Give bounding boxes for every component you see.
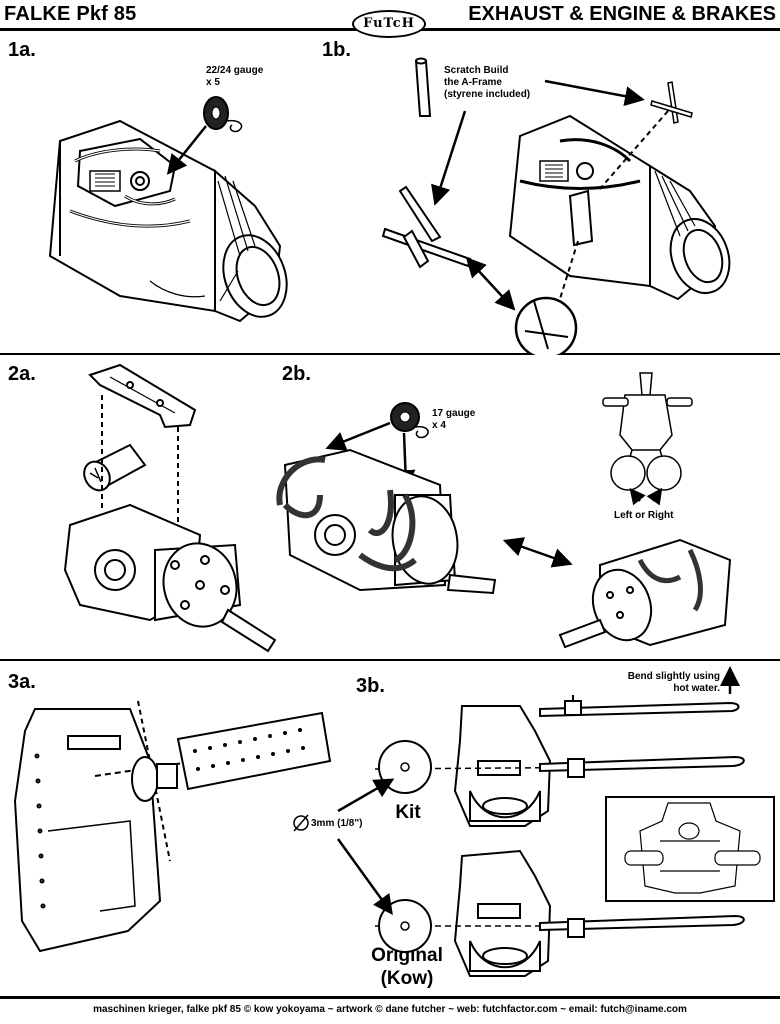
bend-line-2: hot water. — [673, 683, 720, 694]
diameter-label: 3mm (1/8") — [311, 818, 363, 829]
aframe-detail-circle — [514, 296, 578, 355]
arrow-right-brake — [646, 487, 663, 506]
styrene-rod-drawing — [414, 57, 432, 117]
arrow-rod-to-aframe — [431, 110, 467, 206]
armor-kit-drawing — [453, 705, 552, 827]
arrow-left-brake — [629, 487, 646, 506]
step-1b-label: 1b. — [322, 39, 351, 61]
bracket-part-drawing — [88, 363, 197, 429]
bend-note: Bend slightly using hot water. — [600, 671, 720, 695]
panel-1-illustration — [48, 57, 731, 355]
kit-label: Kit — [395, 802, 421, 823]
step-2a-label: 2a. — [8, 363, 36, 385]
scratch-line-1: Scratch Build — [444, 65, 509, 76]
original-label: Original (Kow) — [352, 944, 462, 990]
engine-2a-drawing — [63, 503, 277, 653]
scratch-build-note: Scratch Build the A-Frame (styrene inclu… — [444, 65, 530, 101]
leg-armor-side-drawing — [13, 708, 162, 953]
rod-kit-clamp — [567, 758, 585, 778]
wire-spool-1a-icon — [203, 96, 243, 133]
scratch-line-3: (styrene included) — [444, 89, 531, 100]
arrow-to-kit-hole — [337, 778, 395, 813]
cylinder-part-drawing — [83, 443, 147, 492]
logo-text: FuTcH — [363, 16, 415, 31]
step-1a-label: 1a. — [8, 39, 36, 61]
rod-original-drawing — [539, 914, 745, 932]
inset-leg-drawing — [624, 802, 761, 894]
aframe-small-drawing — [650, 81, 693, 124]
left-or-right-label: Left or Right — [614, 510, 674, 521]
gauge-22-24-qty: x 5 — [206, 77, 220, 88]
footer-credits: maschinen krieger, falke pkf 85 © kow yo… — [93, 1004, 687, 1015]
rod-original-clamp — [567, 918, 585, 938]
original-line-2: (Kow) — [380, 968, 434, 989]
bend-line-1: Bend slightly using — [627, 671, 720, 682]
original-line-1: Original — [371, 945, 443, 966]
wire-spool-2b-icon — [390, 402, 429, 439]
diameter-icon — [293, 814, 309, 832]
double-arrow-2b — [502, 537, 573, 568]
wire-gauge-note-1: 22/24 gauge x 5 — [206, 65, 263, 89]
engine-2b-drawing — [276, 448, 497, 595]
model-title: FALKE Pkf 85 — [4, 3, 137, 25]
scratch-line-2: the A-Frame — [444, 77, 502, 88]
gauge-17-qty: x 4 — [432, 420, 446, 431]
engine-2b-alt-drawing — [558, 538, 732, 649]
engine-1b-drawing — [508, 114, 731, 301]
aframe-drawing — [381, 185, 472, 269]
panel-3-illustration — [13, 666, 775, 977]
landing-gear-drawing — [602, 372, 693, 491]
bend-rod-drawing — [539, 695, 740, 718]
step-3a-label: 3a. — [8, 671, 36, 693]
gauge-17-text: 17 gauge — [432, 408, 476, 419]
step-3b-label: 3b. — [356, 675, 385, 697]
arrow-wire-to-engine-1a — [166, 125, 207, 175]
panel-2: 2a. 2b. 17 gauge x 4 Left or Right — [0, 355, 780, 661]
kit-hole — [400, 762, 410, 772]
step-2b-label: 2b. — [282, 363, 311, 385]
gauge-22-24-text: 22/24 gauge — [206, 65, 264, 76]
double-arrow-aframe-detail — [465, 256, 516, 311]
panel-2-illustration — [63, 363, 732, 653]
futch-logo: FuTcH — [352, 10, 426, 38]
arrow-to-original-hole — [336, 838, 393, 916]
arrow-to-small-aframe — [544, 79, 645, 107]
panel-1: 1a. 1b. 22/24 gauge x 5 Scratch Build th… — [0, 31, 780, 355]
wire-gauge-note-2: 17 gauge x 4 — [432, 408, 475, 432]
original-hole — [400, 921, 410, 931]
arrow-wire-2b-left — [325, 421, 391, 451]
dashed-leader-detail — [549, 240, 579, 332]
armor-original-drawing — [453, 849, 552, 977]
rod-kit-drawing — [539, 755, 745, 773]
section-title: EXHAUST & ENGINE & BRAKES — [468, 3, 776, 25]
panel-3: 3a. 3b. Bend slightly using hot water. K… — [0, 661, 780, 999]
brake-pedal-3a-drawing — [131, 711, 332, 802]
engine-1a-drawing — [48, 119, 288, 323]
